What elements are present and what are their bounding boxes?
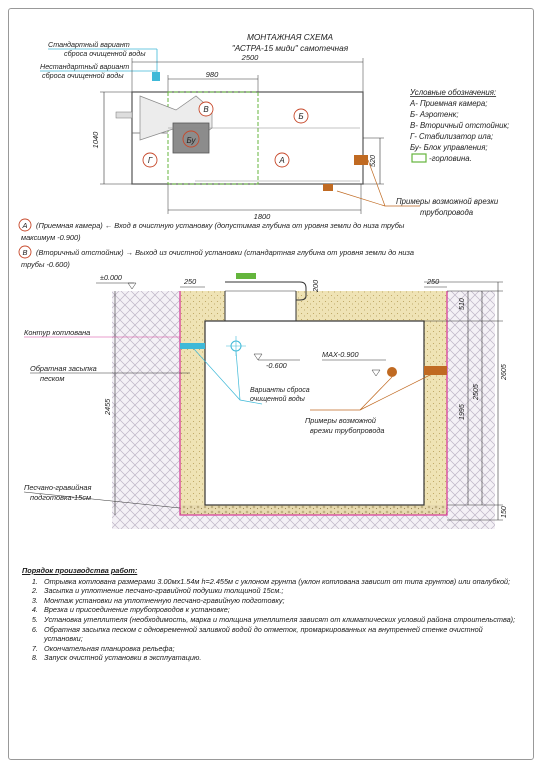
legend-item-bu: Бу- Блок управления; <box>410 143 488 152</box>
label-alt-outlet-2: сброса очищенной воды <box>42 71 124 80</box>
title-line-1: МОНТАЖНАЯ СХЕМА <box>247 32 334 42</box>
legend-item-neck: -горловина. <box>429 154 472 163</box>
section-view: ±0.000 <box>23 273 508 529</box>
outlet-pipe-left <box>180 343 205 349</box>
zone-bu-label: Бу <box>186 136 196 145</box>
dim-2500: 2500 <box>241 53 260 62</box>
dim-250-right: 250 <box>426 277 439 286</box>
dim-150: 150 <box>500 506 508 518</box>
pipe-examples-line-1: Примеры возможной врезки <box>396 197 499 206</box>
dim-200: 200 <box>311 280 320 293</box>
procedure-step: Установка утеплителя (необходимость, мар… <box>40 615 522 625</box>
backfill-top <box>296 291 424 321</box>
plan-view: Стандартный вариант сброса очищенной вод… <box>40 40 420 221</box>
legend-item-a: А- Приемная камера; <box>409 99 487 108</box>
legend-item-v: В- Вторичный отстойник; <box>410 121 509 130</box>
inlet-pipe-round <box>387 367 397 377</box>
dim-2505: 2505 <box>472 384 480 401</box>
dim-510: 510 <box>458 298 466 310</box>
backfill-left <box>180 291 205 505</box>
procedure-step: Засыпка и уплотнение песчано-гравийной п… <box>40 586 522 596</box>
outlet-note-line-1: (Вторичный отстойник) → Выход из очистно… <box>36 248 414 257</box>
inlet-pipe-stub-bottom <box>323 184 333 191</box>
inlet-outlet-notes: А (Приемная камера) ← Вход в очистную ус… <box>18 218 414 269</box>
tank-section-body <box>204 320 425 506</box>
label-alt-outlet-1: Нестандартный вариант <box>40 62 129 71</box>
pipe-examples-section-1: Примеры возможной <box>305 416 376 425</box>
hatch-lid <box>236 273 256 279</box>
label-pit-contour: Контур котлована <box>24 328 90 337</box>
inlet-letter: А <box>21 221 27 230</box>
label-standard-outlet-2: сброса очищенной воды <box>64 49 146 58</box>
backfill-right <box>424 291 447 505</box>
legend-neck-swatch <box>411 153 427 163</box>
tank-plan-outline <box>131 91 364 185</box>
label-backfill-2: песком <box>40 374 64 383</box>
procedure-step: Обратная засыпка песком с одновременной … <box>40 625 522 644</box>
zone-g-label: Г <box>148 156 153 165</box>
zone-v-label: В <box>203 105 209 114</box>
sheet-frame <box>8 8 534 760</box>
dim-1800: 1800 <box>254 212 272 221</box>
label-gravel-2: подготовка-15см <box>30 493 91 502</box>
inlet-note-line-1: (Приемная камера) ← Вход в очистную уста… <box>36 221 405 230</box>
procedure-notes: Порядок производства работ: Отрывка котл… <box>22 566 522 663</box>
outlet-variants-1: Варианты сброса <box>250 386 310 394</box>
label-backfill-1: Обратная засыпка <box>30 364 97 373</box>
legend-item-g: Г- Стабилизатор ила; <box>410 132 493 141</box>
inlet-note-line-2: максимум -0.900) <box>21 233 81 242</box>
zone-b-label: Б <box>298 112 303 121</box>
label-standard-outlet-1: Стандартный вариант <box>48 40 130 49</box>
dim-520: 520 <box>368 155 377 167</box>
dim-250-left: 250 <box>183 277 196 286</box>
soil-left <box>112 291 180 521</box>
procedure-steps: Отрывка котлована размерами 3.00мх1.54м … <box>22 577 522 663</box>
procedure-step: Окончательная планировка рельефа; <box>40 644 522 654</box>
legend-item-b: Б- Аэротенк; <box>410 110 459 119</box>
procedure-step: Монтаж установки на уплотненную песчано-… <box>40 596 522 606</box>
dim-1995: 1995 <box>458 404 466 420</box>
title-line-2: "АСТРА-15 миди" самотечная <box>232 43 349 53</box>
level-minus-0600: -0.600 <box>266 361 287 370</box>
procedure-step: Врезка и присоединение трубопроводов к у… <box>40 605 522 615</box>
outlet-pipe-stub <box>152 72 160 81</box>
soil-right <box>447 291 495 521</box>
dim-1040: 1040 <box>91 131 100 149</box>
dim-2605: 2605 <box>500 364 508 381</box>
pipe-examples-line-2: трубопровода <box>420 208 474 217</box>
inlet-pipe-side <box>424 366 447 375</box>
level-max-0900: MAX-0.900 <box>322 350 359 359</box>
soil-bottom <box>112 515 495 529</box>
pit-contour <box>179 291 448 516</box>
outlet-variants-2: очищенной воды <box>250 395 306 403</box>
legend: Условные обозначения: А- Приемная камера… <box>396 88 509 217</box>
outlet-letter: В <box>22 248 27 257</box>
hatch-neck-outline <box>167 91 259 185</box>
outlet-note-line-2: трубы -0.600) <box>21 260 70 269</box>
zero-level: ±0.000 <box>100 273 122 282</box>
inlet-pipe-stub-side <box>354 155 368 165</box>
legend-title: Условные обозначения: <box>409 88 496 97</box>
gravel-base <box>180 505 447 515</box>
pipe-examples-section-2: врезки трубопровода <box>310 426 384 435</box>
dim-2455: 2455 <box>103 398 112 416</box>
procedure-title: Порядок производства работ: <box>22 566 138 575</box>
zone-a-label: А <box>278 156 284 165</box>
label-gravel-1: Песчано-гравийная <box>24 483 92 492</box>
procedure-step: Отрывка котлована размерами 3.00мх1.54м … <box>40 577 522 587</box>
dim-980: 980 <box>206 70 219 79</box>
procedure-step: Запуск очистной установки в эксплуатацию… <box>40 653 522 663</box>
